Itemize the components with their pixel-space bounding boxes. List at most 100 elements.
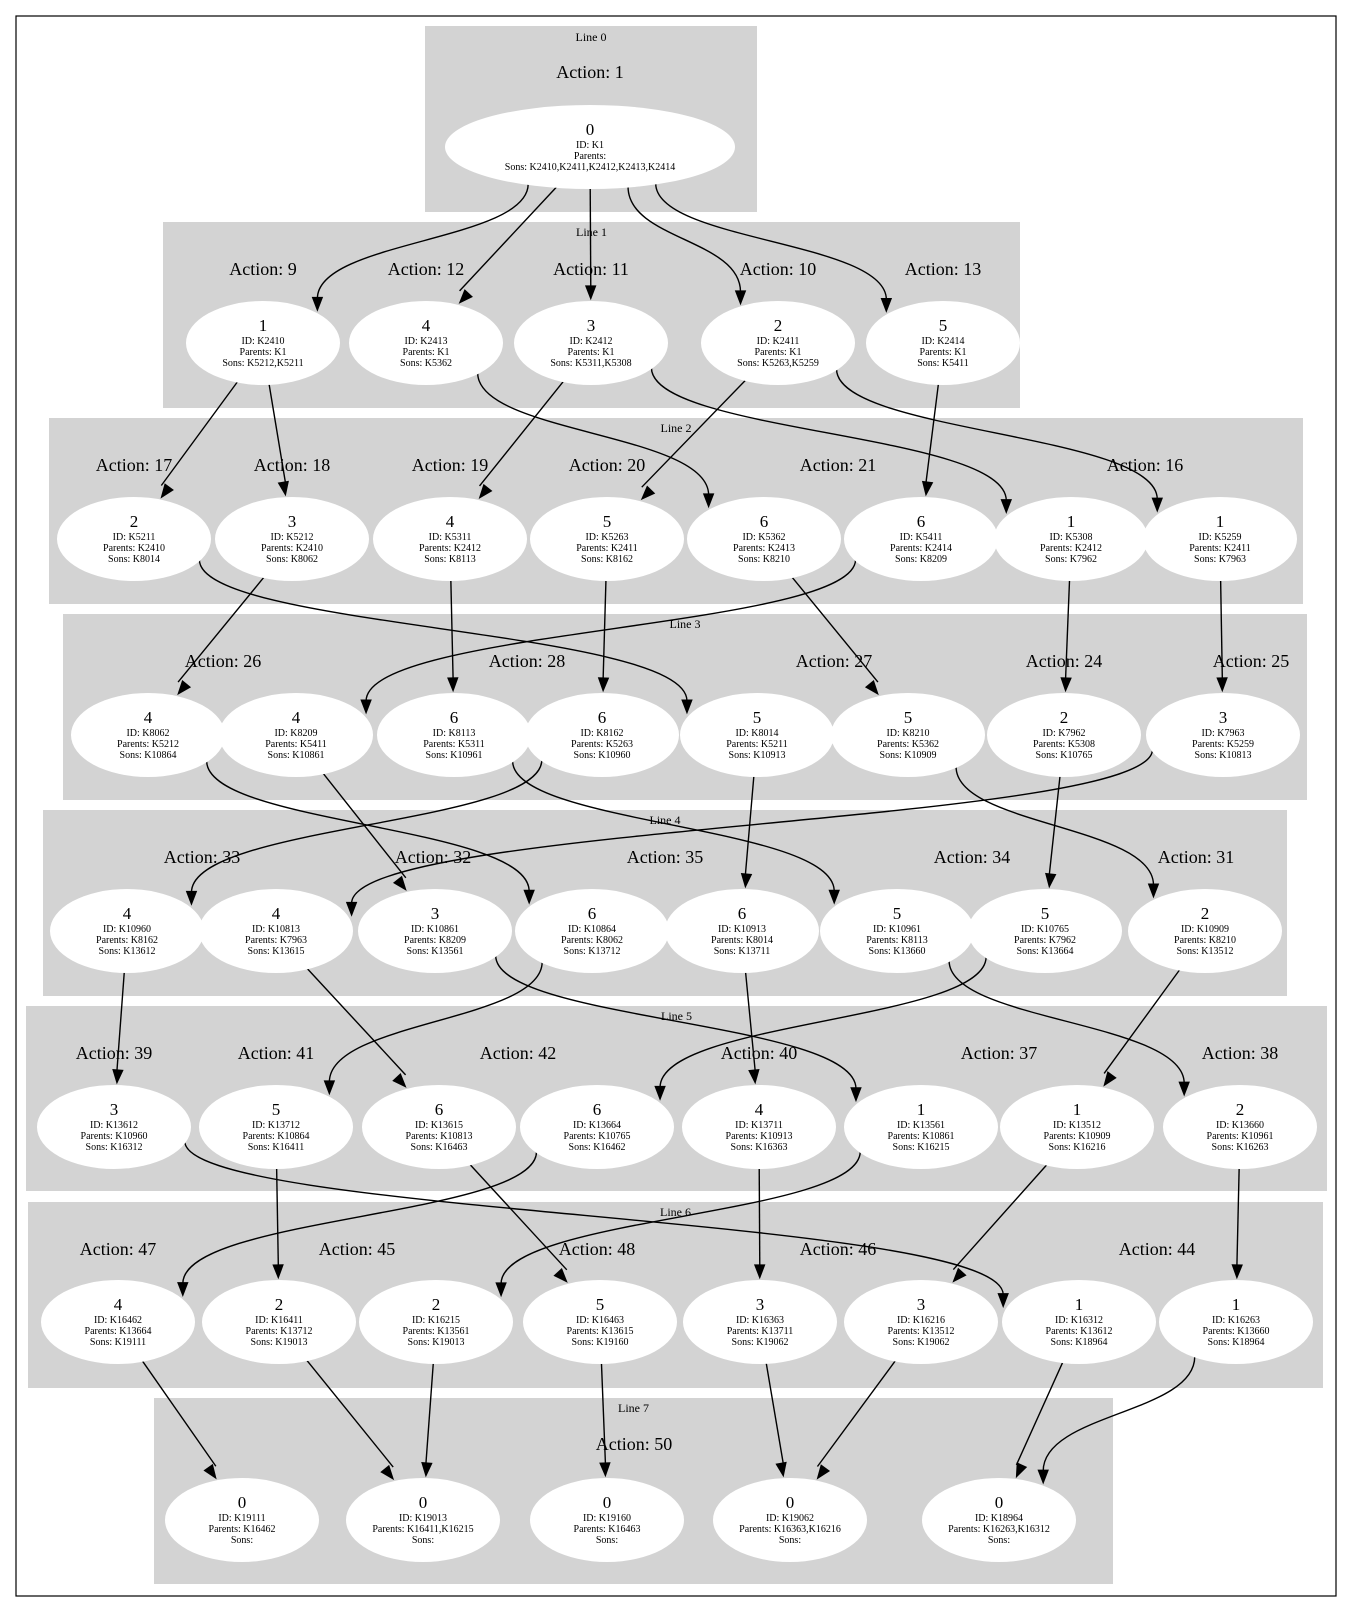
- node-parents: Parents: K1: [755, 347, 802, 358]
- edge-arrow-head: [345, 901, 358, 917]
- node-sons: Sons: K13561: [407, 946, 464, 957]
- node-ellipse: [202, 1280, 356, 1364]
- edge-arrow-head: [1151, 497, 1163, 513]
- node-sons: Sons: K16216: [1049, 1142, 1106, 1153]
- node-id: ID: K5211: [113, 532, 156, 543]
- edge-line: [1042, 1356, 1196, 1472]
- node-sons: Sons: K8062: [266, 554, 318, 565]
- edge-arrow-head: [1045, 872, 1057, 889]
- node-value: 5: [893, 904, 902, 923]
- node-id: ID: K16215: [412, 1315, 460, 1326]
- node-parents: Parents: K8062: [561, 935, 623, 946]
- node-value: 2: [275, 1295, 284, 1314]
- node-parents: Parents:: [574, 151, 606, 162]
- node-ellipse: [515, 889, 669, 973]
- node-parents: Parents: K10861: [888, 1131, 955, 1142]
- node-id: ID: K8209: [274, 728, 317, 739]
- node-sons: Sons: K19013: [408, 1337, 465, 1348]
- node-ellipse: [377, 693, 531, 777]
- node-sons: Sons: K16411: [248, 1142, 305, 1153]
- action-label: Action: 46: [800, 1239, 877, 1259]
- node-value: 0: [995, 1493, 1004, 1512]
- edge-arrow-head: [392, 1073, 407, 1088]
- node-sons: Sons: K13660: [869, 946, 926, 957]
- node-ellipse: [349, 301, 503, 385]
- node-value: 3: [917, 1295, 926, 1314]
- edge-line: [478, 380, 564, 487]
- edge-arrow-head: [1000, 499, 1013, 514]
- node-parents: Parents: K16363,K16216: [739, 1524, 841, 1535]
- node-value: 5: [603, 512, 612, 531]
- edge-arrow-head: [864, 679, 879, 696]
- node-id: ID: K2412: [569, 336, 612, 347]
- node-sons: Sons: K16363: [731, 1142, 788, 1153]
- node-sons: Sons: K18964: [1051, 1337, 1108, 1348]
- edge-arrow-head: [1060, 677, 1072, 693]
- edge-arrow-head: [323, 1080, 336, 1096]
- node-id: ID: K8062: [126, 728, 169, 739]
- node-id: ID: K10909: [1181, 924, 1229, 935]
- node-parents: Parents: K2410: [103, 543, 165, 554]
- node-ellipse: [1128, 889, 1282, 973]
- node-value: 1: [1216, 512, 1225, 531]
- node-ellipse: [50, 889, 204, 973]
- node-sons: Sons:: [412, 1535, 434, 1546]
- node-parents: Parents: K13615: [567, 1326, 634, 1337]
- action-label: Action: 42: [480, 1043, 557, 1063]
- node-value: 6: [450, 708, 459, 727]
- edge-line: [177, 576, 265, 683]
- edge-arrow-head: [734, 290, 747, 306]
- edge-line: [744, 972, 756, 1072]
- node-value: 0: [603, 1493, 612, 1512]
- edge-arrow-head: [392, 875, 407, 891]
- node-sons: Sons:: [231, 1535, 253, 1546]
- action-label: Action: 33: [164, 847, 241, 867]
- node-ellipse: [523, 1280, 677, 1364]
- node-sons: Sons: K5411: [917, 358, 969, 369]
- edge-arrow-head: [1147, 883, 1160, 899]
- action-label: Action: 1: [556, 62, 624, 82]
- action-label: Action: 34: [934, 847, 1011, 867]
- node-sons: Sons: K13612: [99, 946, 156, 957]
- node-id: ID: K5259: [1198, 532, 1241, 543]
- edge-line: [511, 760, 835, 892]
- edge-line: [600, 1363, 607, 1464]
- node-value: 6: [593, 1100, 602, 1119]
- edge-arrow-head: [421, 1462, 433, 1478]
- node-ellipse: [680, 693, 834, 777]
- node-value: 5: [904, 708, 913, 727]
- node-ellipse: [362, 1085, 516, 1169]
- node-id: ID: K8113: [433, 728, 476, 739]
- edge-line: [477, 372, 710, 495]
- node-parents: Parents: K7963: [245, 935, 307, 946]
- node-sons: Sons: K19160: [572, 1337, 629, 1348]
- node-parents: Parents: K2414: [890, 543, 952, 554]
- node-ellipse: [445, 105, 735, 189]
- node-parents: Parents: K13664: [85, 1326, 152, 1337]
- node-parents: Parents: K5308: [1033, 739, 1095, 750]
- action-label: Action: 18: [254, 455, 331, 475]
- node-parents: Parents: K8209: [404, 935, 466, 946]
- edge-line: [758, 1168, 761, 1266]
- edge-line: [791, 576, 879, 683]
- node-value: 1: [259, 316, 268, 335]
- node-ellipse: [373, 497, 527, 581]
- edge-line: [494, 955, 857, 1089]
- node-sons: Sons: K5362: [400, 358, 452, 369]
- node-parents: Parents: K16462: [209, 1524, 276, 1535]
- edge-arrow-head: [816, 1464, 831, 1480]
- node-parents: Parents: K10813: [406, 1131, 473, 1142]
- node-ellipse: [922, 1478, 1076, 1562]
- edge-arrow-head: [112, 1069, 124, 1085]
- node-ellipse: [844, 1085, 998, 1169]
- node-id: ID: K19111: [218, 1513, 265, 1524]
- edge-arrow-head: [177, 679, 192, 696]
